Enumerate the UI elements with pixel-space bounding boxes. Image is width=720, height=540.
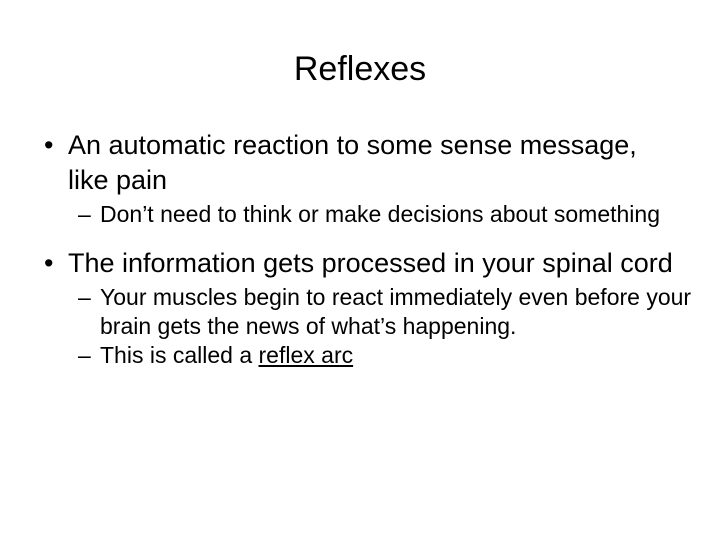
bullet-level2-text: Don’t need to think or make decisions ab…: [100, 201, 660, 227]
sub-bullet-list: – Your muscles begin to react immediatel…: [0, 283, 720, 370]
bullet-level2-item: – Don’t need to think or make decisions …: [0, 200, 720, 229]
bullet-level1-item: • The information gets processed in your…: [0, 246, 720, 281]
bullet-level2-text: This is called a: [100, 342, 259, 368]
bullet-level1-item: • An automatic reaction to some sense me…: [0, 128, 720, 198]
bullet-level2-item: – Your muscles begin to react immediatel…: [0, 283, 720, 341]
bullet-level1-text: An automatic reaction to some sense mess…: [68, 130, 637, 195]
reflex-arc-term: reflex arc: [258, 342, 354, 368]
sub-bullet-list: – Don’t need to think or make decisions …: [0, 200, 720, 229]
bullet-group-1: • An automatic reaction to some sense me…: [0, 128, 720, 229]
slide-title: Reflexes: [293, 50, 427, 88]
bullet-dot-icon: •: [44, 248, 54, 278]
bullet-group-2: • The information gets processed in your…: [0, 246, 720, 370]
slide-body: • An automatic reaction to some sense me…: [0, 128, 720, 370]
bullet-dash-icon: –: [78, 342, 91, 368]
bullet-dash-icon: –: [78, 201, 91, 227]
bullet-dash-icon: –: [78, 284, 91, 310]
bullet-level2-item: – This is called a reflex arc: [0, 341, 720, 370]
bullet-level2-text: Your muscles begin to react immediately …: [100, 284, 692, 339]
bullet-dot-icon: •: [44, 130, 54, 160]
bullet-level1-text: The information gets processed in your s…: [68, 248, 673, 278]
